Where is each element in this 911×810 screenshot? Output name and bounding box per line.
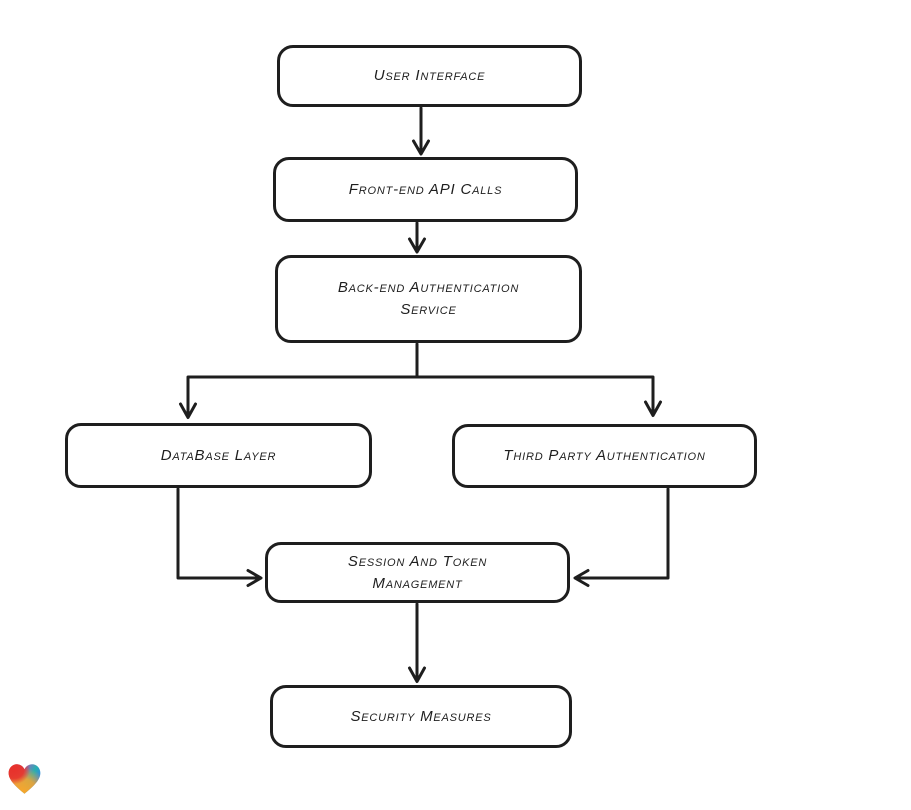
edge-front-end-api-calls-to-back-end-authentication <box>408 221 426 254</box>
node-front-end-api-calls-label: Front-end API Calls <box>348 180 503 198</box>
heart-shape-red-overlay <box>8 764 41 794</box>
node-back-end-authentication-service-label: Back-end Authentication Service <box>337 279 520 318</box>
gradient-heart-logo[interactable] <box>7 762 42 796</box>
node-session-and-token-management-label: Session And Token Management <box>347 552 488 592</box>
node-security-measures-label: Security Measures <box>350 707 492 725</box>
node-back-end-authentication-service: Back-end Authentication Service <box>275 255 582 343</box>
node-user-interface-label: User Interface <box>373 67 486 85</box>
node-security-measures: Security Measures <box>270 685 572 748</box>
edge-session-management-to-security-measures <box>408 602 426 683</box>
node-third-party-authentication-label: Third Party Authentication <box>503 447 706 465</box>
edge-back-end-to-database-layer <box>179 375 419 419</box>
edge-database-layer-to-session-management <box>176 487 263 587</box>
edge-third-party-to-session-management <box>573 487 670 587</box>
node-front-end-api-calls: Front-end API Calls <box>273 157 578 222</box>
node-user-interface: User Interface <box>277 45 582 107</box>
edge-user-interface-to-front-end-api-calls <box>412 106 430 156</box>
node-database-layer-label: DataBase Layer <box>160 446 277 464</box>
node-third-party-authentication: Third Party Authentication <box>452 424 757 488</box>
node-session-and-token-management: Session And Token Management <box>265 542 570 603</box>
edge-back-end-to-third-party-authentication <box>415 375 662 417</box>
node-database-layer: DataBase Layer <box>65 423 372 488</box>
